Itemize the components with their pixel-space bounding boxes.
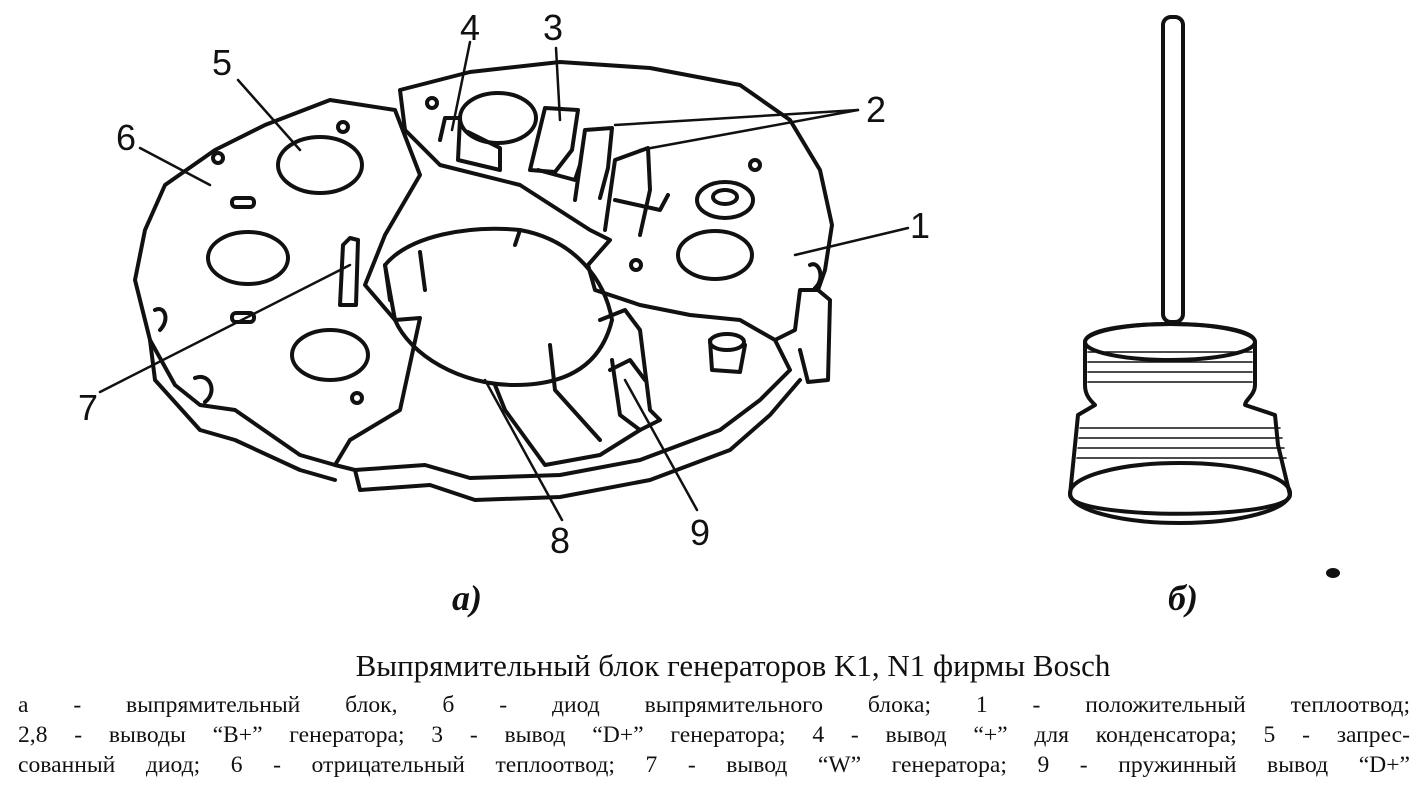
caption-line: а - выпрямительный блок, б - диод выпрям…	[18, 692, 1410, 718]
negative-heatsink	[133, 98, 422, 467]
callout-3: 3	[543, 7, 563, 48]
caption-title: Выпрямительный блок генераторов K1, N1 ф…	[355, 648, 1111, 683]
positive-heatsink	[398, 60, 834, 342]
callout-6: 6	[116, 117, 136, 158]
terminal-4	[438, 116, 502, 172]
callout-2: 2	[866, 89, 886, 130]
diode-lead	[1161, 15, 1185, 324]
terminal-2a	[573, 126, 614, 202]
rectifier-figure: 1 2 3 4 5 6 7 8 9 а) б)	[78, 7, 1340, 618]
rectifier-block-drawing	[133, 60, 834, 502]
terminal-2b	[603, 146, 652, 237]
caption-line: сованный диод; 6 - отрицательный теплоот…	[18, 752, 1410, 778]
diode-drawing	[1068, 15, 1292, 525]
callout-5: 5	[212, 42, 232, 83]
callout-4: 4	[460, 7, 480, 48]
sublabel-a: а)	[452, 578, 482, 618]
callout-7: 7	[78, 387, 98, 428]
leader-lines	[98, 40, 910, 522]
caption-line: 2,8 - выводы “B+” генератора; 3 - вывод …	[18, 722, 1410, 748]
caption-body: а - выпрямительный блок, б - диод выпрям…	[18, 690, 1410, 780]
callout-9: 9	[690, 512, 710, 553]
central-hole	[383, 226, 614, 387]
terminal-7	[338, 236, 360, 307]
callout-1: 1	[910, 205, 930, 246]
sublabel-b: б)	[1168, 578, 1198, 618]
base-tray	[333, 338, 792, 480]
callout-8: 8	[550, 520, 570, 561]
